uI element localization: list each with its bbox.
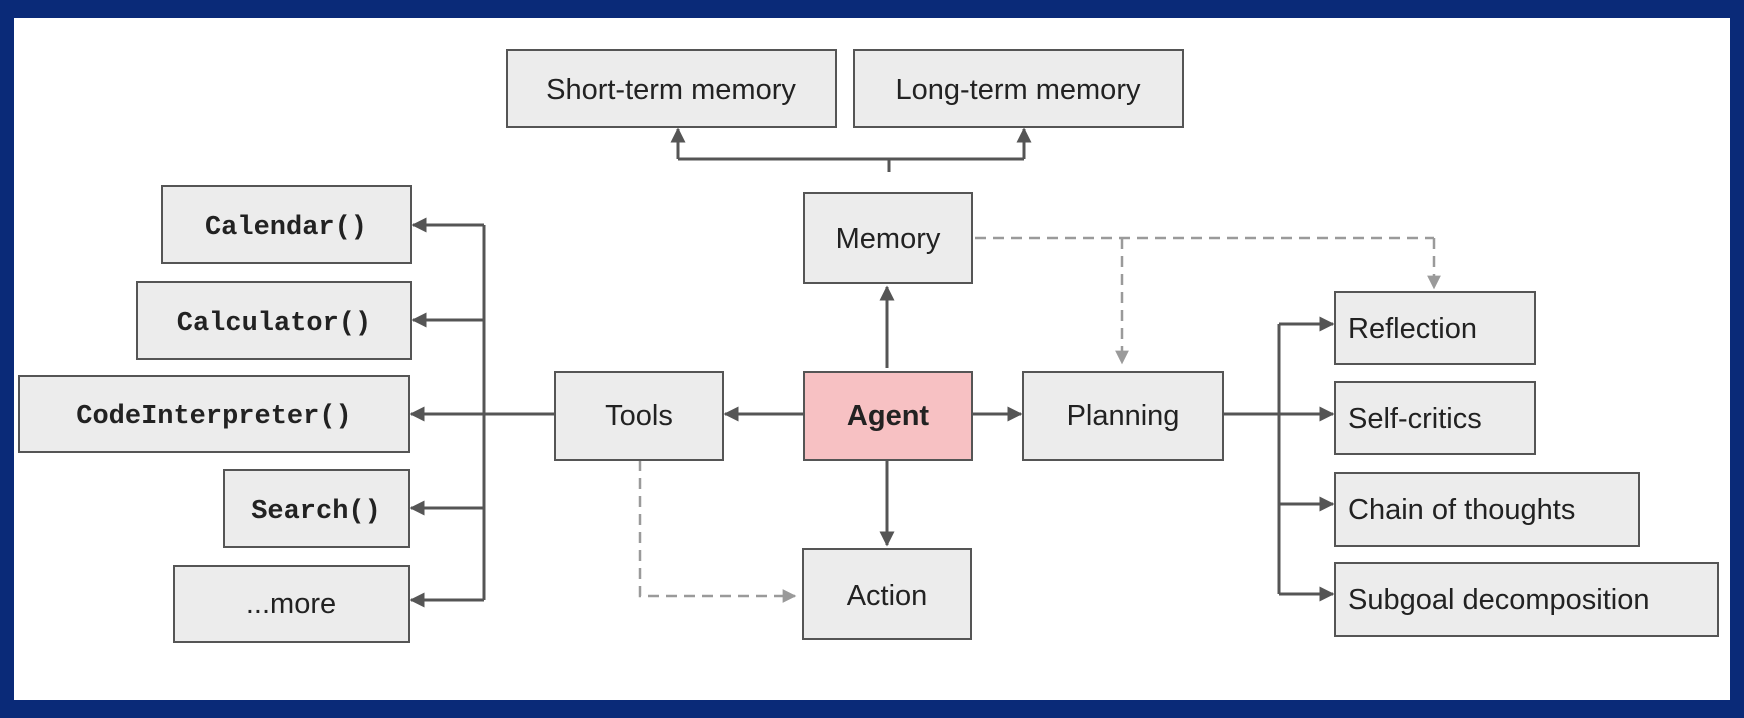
- memory-label: Memory: [836, 223, 941, 255]
- search-label: Search(): [251, 497, 381, 527]
- action-label: Action: [847, 580, 928, 612]
- agent-label: Agent: [847, 400, 930, 432]
- planning-label: Planning: [1067, 400, 1180, 432]
- chain-of-thoughts-node: Chain of thoughts: [1334, 472, 1640, 547]
- tools-label: Tools: [605, 400, 673, 432]
- calendar-label: Calendar(): [205, 213, 367, 243]
- search-node: Search(): [223, 469, 410, 548]
- self-critics-label: Self-critics: [1348, 403, 1482, 435]
- self-critics-node: Self-critics: [1334, 381, 1536, 455]
- chain-of-thoughts-label: Chain of thoughts: [1348, 494, 1575, 526]
- long-term-memory-node: Long-term memory: [853, 49, 1184, 128]
- calendar-node: Calendar(): [161, 185, 412, 264]
- subgoal-decomposition-label: Subgoal decomposition: [1348, 584, 1649, 616]
- calculator-label: Calculator(): [177, 309, 371, 339]
- diagram-panel: Short-term memory Long-term memory Memor…: [14, 18, 1730, 700]
- more-label: ...more: [246, 588, 336, 620]
- agent-architecture-diagram: Short-term memory Long-term memory Memor…: [18, 49, 1719, 643]
- agent-node: Agent: [803, 371, 973, 461]
- action-node: Action: [802, 548, 972, 640]
- more-node: ...more: [173, 565, 410, 643]
- short-term-memory-label: Short-term memory: [546, 74, 796, 106]
- short-term-memory-node: Short-term memory: [506, 49, 837, 128]
- tools-node: Tools: [554, 371, 724, 461]
- code-interpreter-label: CodeInterpreter(): [76, 402, 351, 432]
- long-term-memory-label: Long-term memory: [896, 74, 1141, 106]
- code-interpreter-node: CodeInterpreter(): [18, 375, 410, 453]
- reflection-node: Reflection: [1334, 291, 1536, 365]
- memory-node: Memory: [803, 192, 973, 284]
- subgoal-decomposition-node: Subgoal decomposition: [1334, 562, 1719, 637]
- planning-node: Planning: [1022, 371, 1224, 461]
- edge-tools-to-action-dashed: [638, 460, 797, 603]
- calculator-node: Calculator(): [136, 281, 412, 360]
- reflection-label: Reflection: [1348, 313, 1477, 345]
